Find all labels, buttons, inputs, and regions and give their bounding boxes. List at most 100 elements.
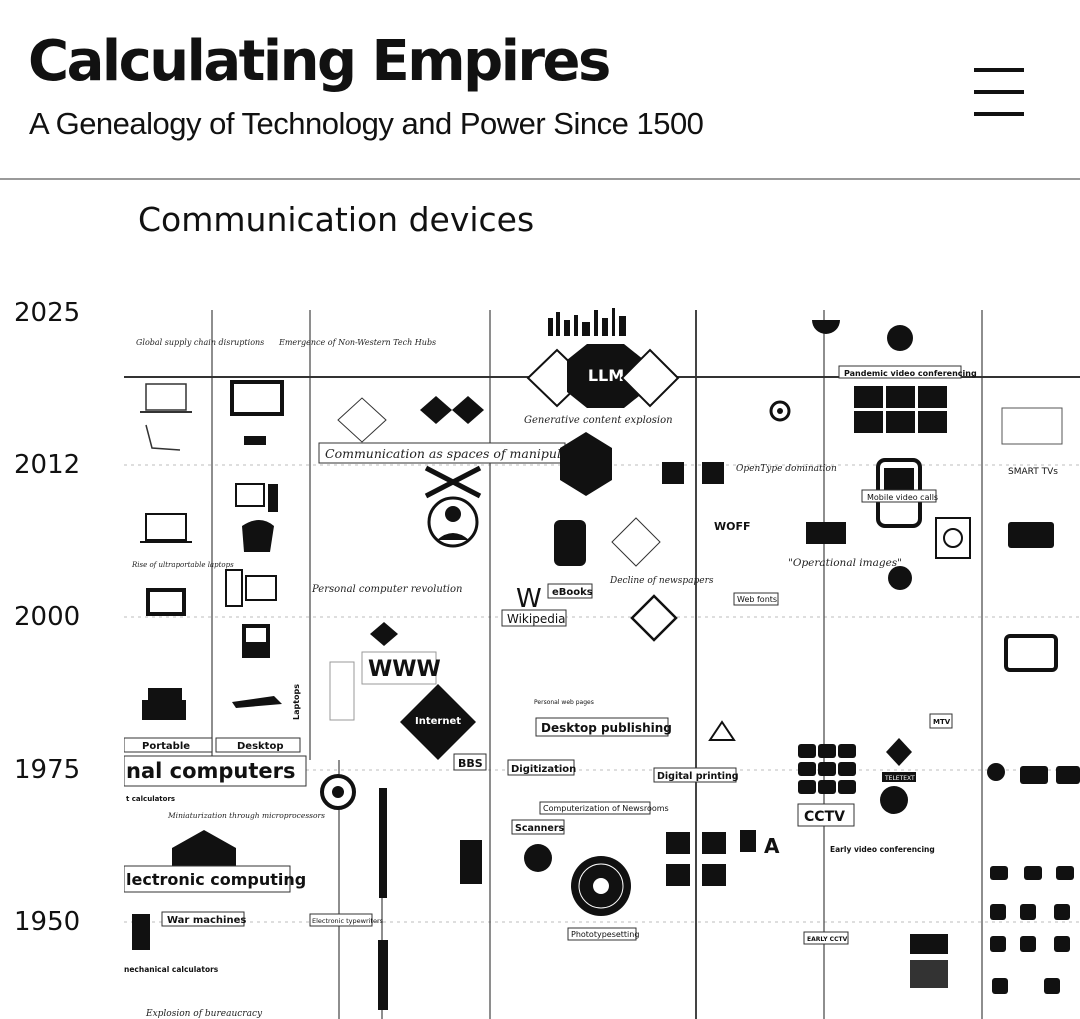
label-cctv: CCTV [804,809,845,825]
skyline-graphic [548,308,626,336]
tower-icon [225,569,243,607]
label-computerization: Computerization of Newsrooms [543,804,669,813]
site-title[interactable]: Calculating Empires [28,29,611,94]
label-rise-ultraportable: Rise of ultraportable laptops [131,561,234,569]
video-grid-icon [854,386,947,433]
ebook-reader-icon [554,520,586,566]
electronic-computing-box [124,865,291,893]
section-title: Communication devices [138,200,535,239]
round-device-icon [524,844,552,872]
column-lines [211,310,983,1019]
desktop-keyboard-icon [232,696,282,708]
hamburger-menu-button[interactable] [964,60,1034,124]
note-emergence: Emergence of Non-Western Tech Hubs [278,338,436,347]
diamond-print-demand [611,517,661,567]
pen-icon [379,788,387,898]
webcam-icon [887,325,913,351]
label-generative: Generative content explosion [524,415,673,426]
smart-tv-icon [1001,407,1063,445]
label-pandemic: Pandemic video conferencing [844,369,977,378]
keyboard-icon [329,661,355,721]
note-global-supply: Global supply chain disruptions [136,338,264,347]
genealogy-map[interactable]: Global supply chain disruptions Emergenc… [124,300,1080,1019]
label-decline-newspapers: Decline of newspapers [609,576,714,586]
label-smart-tvs: SMART TVs [1008,467,1058,477]
warning-triangle-icon [708,720,736,741]
label-electronic-typewriters: Electronic typewriters [312,917,384,925]
label-www: WWW [368,657,441,682]
label-personal-computers: nal computers [126,759,296,783]
passport-icon [460,840,482,884]
diamond-filled-3 [370,622,398,646]
year-label-1950: 1950 [14,907,81,937]
diamond-audio-books [630,594,678,642]
label-ebooks: eBooks [552,587,593,598]
laptop-2010-icon [145,513,187,541]
internet-diamond[interactable] [400,684,476,760]
year-label-1975: 1975 [14,755,81,785]
label-electronic-computing: lectronic computing [126,870,306,889]
label-war-machines: War machines [167,915,246,926]
label-operational-images: "Operational images" [788,557,902,569]
label-mobile-video: Mobile video calls [867,493,938,502]
label-woff: WOFF [714,520,751,533]
pandemic-box [838,365,962,379]
label-digitization: Digitization [511,764,576,775]
desktop-publishing-box [535,717,669,737]
label-opentype: OpenType domination [736,464,837,474]
diamond-content-integration [337,397,387,443]
laptop-icon [145,383,187,411]
diamond-right [620,348,680,408]
video-phone-icon [880,786,908,814]
blob-icon [888,566,912,590]
font-box-1 [702,462,724,484]
label-bbs: BBS [458,757,483,770]
year-label-2000: 2000 [14,602,81,632]
diamond-filled-4 [886,738,912,766]
www-box [361,651,437,685]
map-svg: Global supply chain disruptions Emergenc… [124,308,1080,1019]
label-web-fonts: Web fonts [737,595,777,604]
label-wikipedia: Wikipedia [507,612,566,626]
dome-camera-icon [812,320,840,334]
calculator-machine-icon [132,914,150,950]
year-label-2012: 2012 [14,450,81,480]
label-calculators: t calculators [126,795,175,803]
letter-a-icon: A [764,834,780,858]
desktop-monitor-icon [235,483,265,507]
diamond-filled-2 [452,396,484,424]
llm-label: LLM [588,366,624,385]
map-screen-icon [910,934,948,954]
site-header: Calculating Empires A Genealogy of Techn… [0,0,1080,180]
imac-g3-icon [242,520,274,552]
mac-mini-icon [244,436,266,445]
label-scanners: Scanners [515,823,565,834]
wikipedia-w-icon: W [516,584,542,614]
label-digital-printing: Digital printing [657,771,739,782]
generative-publishing-hex [560,432,612,496]
label-comm-spaces: Communication as spaces of manipulation [325,446,593,461]
pen-icon-2 [378,940,388,1010]
label-personal-web-pages-visible: Personal web pages [534,699,594,706]
servers-icon [806,522,846,544]
hamburger-line-bottom [974,112,1024,116]
tv-set-icons [987,522,1080,994]
label-desktop-publishing: Desktop publishing [541,721,672,735]
laptop-open-icon [145,424,181,451]
imac-icon [230,380,284,416]
label-miniaturization: Miniaturization through microprocessors [167,811,325,820]
llm-hexagon[interactable] [567,344,644,408]
cctv-monitor-grid-icon [798,744,856,794]
hamburger-line-middle [974,90,1024,94]
label-early-video-conf: Early video conferencing [830,845,935,854]
label-internet: Internet [415,716,461,727]
year-label-2025: 2025 [14,298,81,328]
site-subtitle: A Genealogy of Technology and Power Sinc… [29,106,704,141]
personal-computers-box [124,755,307,787]
font-box-2 [662,462,684,484]
mainframe-hex-icon [172,830,236,870]
label-mtv: MTV [933,718,951,726]
label-early-cctv: EARLY CCTV [807,936,848,943]
diamond-filled-1 [420,396,452,424]
label-phototypesetting: Phototypesetting [571,930,639,939]
